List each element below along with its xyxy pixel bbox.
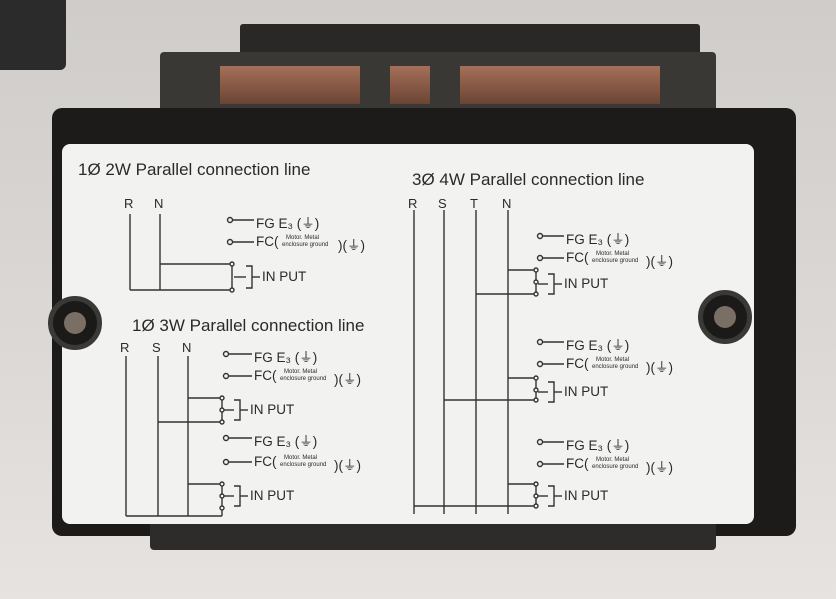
input-label: IN PUT [564,488,609,503]
fg-label: FG E₃ (⏚) [254,434,318,449]
device-bottom-strip [150,520,716,550]
phase-label: T [470,196,479,211]
title-1p3w: 1Ø 3W Parallel connection line [132,316,365,335]
phase-label: S [152,340,162,355]
title-3p4w: 3Ø 4W Parallel connection line [412,170,645,189]
phase-label: S [438,196,448,211]
fc-ground: )(⏚) [646,360,673,375]
fg-label: FG E₃ (⏚) [254,350,318,365]
fc-ground: )(⏚) [334,372,361,387]
fc-label: FC( [256,234,279,249]
fc-note: enclosure ground [280,462,327,468]
fc-note: enclosure ground [282,242,329,248]
fc-note: Motor. Metal [596,457,630,463]
copper-window [220,66,360,104]
fc-note: Motor. Metal [284,455,318,461]
phase-label: N [182,340,193,355]
fc-ground: )(⏚) [646,254,673,269]
wiring-label: 1Ø 2W Parallel connection line R N FG E₃… [48,144,754,524]
input-label: IN PUT [564,384,609,399]
fc-label: FC( [566,456,589,471]
title-1p2w: 1Ø 2W Parallel connection line [78,160,311,179]
fc-note: enclosure ground [592,364,639,370]
fg-label: FG E₃ (⏚) [566,232,630,247]
copper-window [460,66,660,104]
fg-label: FG E₃ (⏚) [566,438,630,453]
input-label: IN PUT [250,488,295,503]
fc-note: enclosure ground [592,464,639,470]
phase-label: R [408,196,419,211]
fc-label: FC( [254,368,277,383]
phase-label: N [502,196,513,211]
mounting-hole-right [698,290,752,344]
fc-note: Motor. Metal [284,369,318,375]
wiring-diagram-lines [125,210,564,517]
fc-label: FC( [566,356,589,371]
fc-label: FC( [566,250,589,265]
fc-note: Motor. Metal [596,357,630,363]
fc-note: enclosure ground [280,376,327,382]
terminal-top-strip [240,24,700,56]
fg-label: FG E₃ (⏚) [566,338,630,353]
mounting-hole-left [48,296,102,350]
mounting-bracket [160,52,716,118]
phase-label: R [120,340,131,355]
fc-ground: )(⏚) [334,458,361,473]
fc-note: Motor. Metal [286,235,320,241]
phase-label: R [124,196,135,211]
fc-ground: )(⏚) [646,460,673,475]
phase-label: N [154,196,165,211]
fg-label: FG E₃ (⏚) [256,216,320,231]
fc-note: Motor. Metal [596,251,630,257]
input-label: IN PUT [250,402,295,417]
background-object [0,0,66,70]
fc-label: FC( [254,454,277,469]
fc-ground: )(⏚) [338,238,365,253]
copper-window [390,66,430,104]
input-label: IN PUT [564,276,609,291]
fc-note: enclosure ground [592,258,639,264]
input-label: IN PUT [262,269,307,284]
